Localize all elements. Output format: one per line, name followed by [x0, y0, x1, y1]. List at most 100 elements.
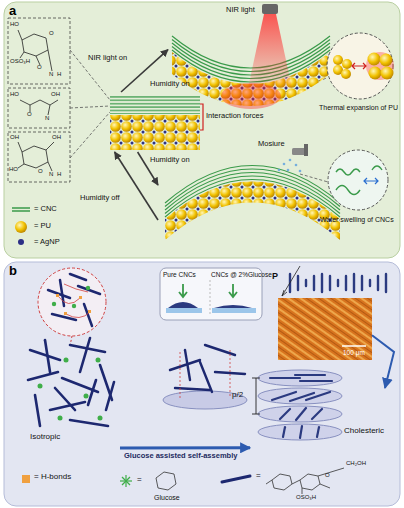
thermal-inset — [368, 53, 381, 66]
edge-label: NIR light on — [88, 54, 127, 62]
node-label: NIR light — [226, 6, 255, 14]
bent-film-nir — [172, 47, 330, 79]
assembly-stack — [163, 345, 247, 409]
legend-sample — [18, 239, 24, 245]
microscope-image — [278, 298, 372, 360]
bent-film-humidity — [304, 144, 308, 156]
zoom-network — [79, 296, 82, 299]
coating-inset — [179, 284, 237, 297]
helix-pitch — [282, 266, 386, 296]
node-label: CNCs @ 2%Glucose — [211, 271, 272, 278]
legend-label: = CNC — [34, 205, 57, 213]
bent-film-humidity — [165, 176, 340, 214]
annotation-label: N — [45, 115, 49, 122]
zoom-network — [84, 304, 92, 326]
legend-sample — [122, 477, 130, 485]
bent-film-humidity — [295, 164, 298, 167]
cholesteric-stack — [306, 392, 330, 400]
zoom-network — [52, 286, 90, 308]
water-inset — [364, 178, 378, 184]
annotation-label: p/2 — [232, 391, 243, 400]
annotation-label: OH — [10, 134, 19, 141]
thermal-inset — [327, 33, 393, 99]
edge-label: Glucose assisted self-assembly — [124, 452, 237, 460]
zoom-network — [56, 294, 91, 315]
thermal-inset — [366, 52, 394, 80]
isotropic-state: Isotropic — [20, 325, 120, 453]
bent-film-humidity — [165, 173, 340, 211]
coating-inset: Pure CNCsCNCs @ 2%Glucose — [160, 268, 262, 320]
chemical-structure — [8, 18, 70, 182]
node-label: Mosiure — [258, 140, 285, 148]
annotation-label: O — [38, 168, 43, 175]
cholesteric-stack — [312, 409, 322, 419]
water-inset — [328, 150, 388, 210]
assembly-stack — [215, 372, 245, 374]
zoom-network — [56, 294, 59, 297]
water-inset — [328, 150, 388, 210]
helix-pitch — [361, 276, 363, 290]
glucose-dots — [84, 394, 89, 399]
legend-sample — [266, 468, 344, 494]
cholesteric-stack — [300, 380, 332, 382]
helix-pitch — [297, 276, 299, 290]
cholesteric-stack — [300, 426, 302, 438]
legend-sample — [222, 476, 250, 482]
node-label: 100 μm — [343, 349, 365, 356]
bent-film-nir — [172, 43, 330, 75]
isotropic-rods — [88, 380, 96, 405]
helix-pitch — [321, 274, 323, 292]
glucose-dots — [96, 358, 101, 363]
legend-sample — [12, 207, 30, 209]
bent-film-humidity — [165, 166, 340, 218]
thermal-inset — [333, 55, 343, 65]
node-label: Pure CNCs — [163, 271, 196, 278]
cholesteric-stack — [258, 370, 342, 386]
helix-pitch — [305, 280, 307, 286]
assembly-stack — [170, 360, 200, 370]
water-inset — [336, 186, 360, 195]
zoom-network — [88, 310, 91, 313]
bent-film-humidity — [292, 148, 306, 155]
zoom-network — [64, 312, 67, 315]
bent-film-humidity — [165, 144, 340, 240]
edge-label: Humidity on — [150, 156, 190, 164]
node-label: Cholesteric — [344, 427, 384, 436]
assembly-stack — [230, 350, 231, 398]
isotropic-rods — [70, 420, 108, 426]
legend-label: = PU — [34, 222, 51, 230]
cholesteric-stack — [252, 378, 260, 414]
annotation-label: H — [57, 171, 61, 178]
zoom-network — [52, 302, 56, 306]
glucose-dots — [38, 384, 43, 389]
interaction-bracket — [200, 104, 203, 130]
glucose-dots — [38, 358, 103, 421]
annotation-label: Humidity on — [150, 80, 190, 88]
annotation-label: HO — [10, 91, 19, 98]
legend-sample — [12, 208, 30, 245]
zoom-network — [72, 304, 76, 308]
annotation-label: N — [49, 171, 53, 178]
isotropic-rods — [106, 382, 114, 410]
chemical-structure — [8, 132, 70, 182]
panel-letter: b — [9, 264, 17, 278]
bent-film-humidity — [165, 180, 340, 218]
isotropic-rods — [35, 395, 40, 426]
annotation-label: = — [256, 472, 261, 481]
isotropic-rods — [28, 338, 114, 426]
helix-pitch — [337, 280, 339, 286]
thermal-inset — [381, 67, 394, 80]
flow-arrow — [120, 446, 250, 449]
bent-film-nir — [262, 4, 278, 14]
legend-sample — [15, 221, 27, 233]
zoom-network — [38, 268, 106, 346]
helix-pitch — [345, 276, 347, 290]
composite-film: Interaction forces — [110, 92, 202, 152]
legend-label: Glucose — [154, 494, 180, 502]
annotation-label: = — [137, 476, 142, 485]
panel-background — [4, 262, 400, 506]
helix-pitch — [353, 274, 355, 292]
legend-sample — [272, 474, 292, 490]
annotation-label: O — [49, 30, 54, 37]
zoom-network — [48, 290, 70, 298]
